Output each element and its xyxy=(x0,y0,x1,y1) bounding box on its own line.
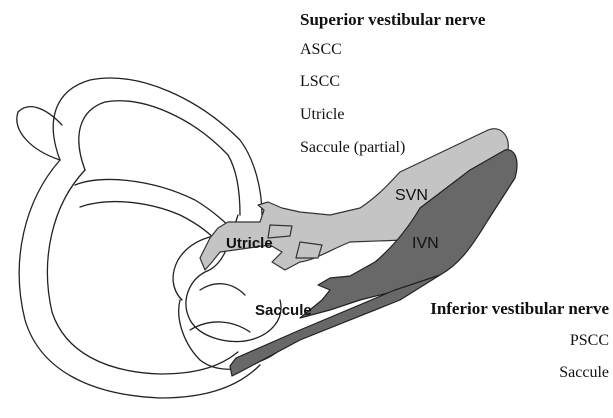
inferior-item-pscc: PSCC xyxy=(570,332,609,350)
superior-item-saccule: Saccule (partial) xyxy=(300,139,405,157)
ivn-label: IVN xyxy=(412,235,439,252)
svn-label: SVN xyxy=(395,187,428,204)
superior-item-lscc: LSCC xyxy=(300,73,340,91)
inferior-item-saccule: Saccule xyxy=(559,364,609,382)
superior-heading: Superior vestibular nerve xyxy=(300,10,485,30)
posterior-canal xyxy=(19,160,260,398)
superior-item-ascc: ASCC xyxy=(300,41,342,59)
utricle-label: Utricle xyxy=(226,235,273,252)
superior-item-utricle: Utricle xyxy=(300,106,344,124)
saccule-label: Saccule xyxy=(255,302,312,319)
inferior-heading: Inferior vestibular nerve xyxy=(430,299,609,319)
anterior-canal xyxy=(53,78,262,215)
